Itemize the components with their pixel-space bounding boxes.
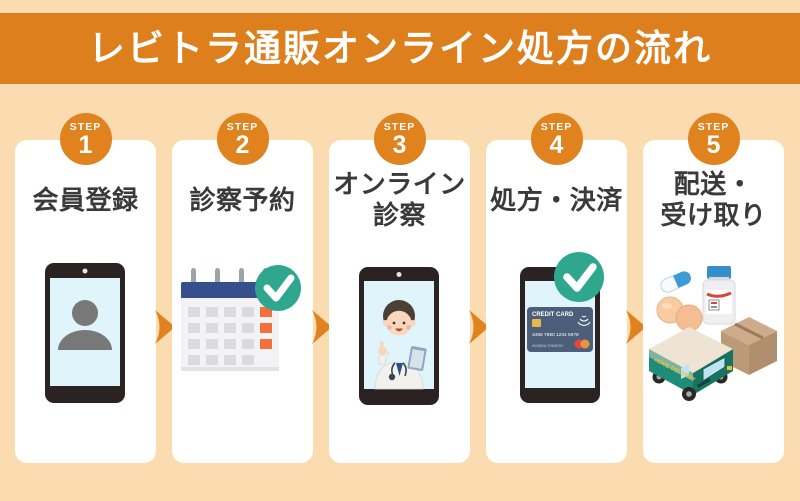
step-badge-number: 4 — [549, 131, 564, 160]
check-circle-icon — [255, 265, 301, 311]
step-card-3: STEP 3 オンライン 診察 — [329, 113, 470, 463]
step-badge-label: STEP — [69, 120, 102, 133]
credit-card-label: CREDIT CARD — [532, 312, 574, 318]
arrow-right-icon — [312, 310, 332, 344]
step-badge-5: STEP 5 — [687, 113, 740, 165]
step-badge-label: STEP — [226, 120, 259, 133]
step-title-2: 診察予約 — [174, 164, 311, 236]
smartphone-doctor-icon — [359, 267, 439, 405]
step-badge-label: STEP — [540, 120, 573, 133]
capsule-pill-icon — [660, 271, 691, 293]
step-title-5: 配送・ 受け取り — [645, 164, 782, 236]
credit-card: CREDIT CARD 3456 7890 1234 5678 AYANDA T… — [527, 307, 593, 352]
step-badge-number: 3 — [392, 131, 407, 160]
step-badge-number: 5 — [706, 131, 721, 160]
step-title-line: オンライン — [333, 169, 466, 200]
delivery-illustration: HOME DELIVERY — [649, 266, 777, 401]
step-card-4: STEP 4 処方・決済 CREDIT CARD 3456 7890 1234 … — [486, 113, 627, 463]
check-circle-icon — [554, 252, 604, 302]
step-card-2: STEP 2 診察予約 — [172, 113, 313, 463]
step-title-line: 会員登録 — [32, 184, 139, 215]
credit-card-holder: AYANDA TOMSON — [532, 344, 563, 348]
arrow-right-icon — [469, 310, 489, 344]
step-title-line: 処方・決済 — [490, 184, 623, 215]
step-badge-2: STEP 2 — [216, 113, 269, 165]
delivery-truck-icon: HOME DELIVERY — [649, 327, 733, 401]
step-badge-number: 1 — [78, 131, 93, 160]
step-title-3: オンライン 診察 — [331, 164, 468, 236]
step-badge-4: STEP 4 — [530, 113, 583, 165]
step-title-1: 会員登録 — [17, 164, 154, 236]
cardboard-box-icon — [721, 317, 777, 375]
doctor-figure — [374, 300, 427, 390]
step-card-1: STEP 1 会員登録 — [15, 113, 156, 463]
step-title-line: 配送・ — [673, 169, 754, 200]
step-title-line: 診察 — [372, 200, 426, 230]
step-title-line: 受け取り — [660, 200, 767, 230]
smartphone-payment-icon: CREDIT CARD 3456 7890 1234 5678 AYANDA T… — [520, 252, 604, 403]
step-badge-label: STEP — [697, 120, 730, 133]
step-card-5: STEP 5 配送・ 受け取り — [643, 113, 784, 463]
step-title-line: 診察予約 — [189, 184, 296, 215]
step-badge-3: STEP 3 — [373, 113, 426, 165]
page-title: レビトラ通販オンライン処方の流れ — [88, 28, 712, 69]
header-banner: レビトラ通販オンライン処方の流れ — [0, 13, 800, 84]
arrow-right-icon — [626, 310, 646, 344]
step-badge-1: STEP 1 — [59, 113, 112, 165]
smartphone-user-icon — [45, 263, 125, 403]
calendar-check-icon — [181, 265, 301, 371]
medicine-bottle-icon — [702, 266, 736, 325]
step-badge-number: 2 — [235, 131, 250, 160]
step-badge-label: STEP — [383, 120, 416, 133]
credit-card-number: 3456 7890 1234 5678 — [532, 332, 579, 338]
arrow-right-icon — [155, 310, 175, 344]
step-title-4: 処方・決済 — [488, 164, 625, 236]
